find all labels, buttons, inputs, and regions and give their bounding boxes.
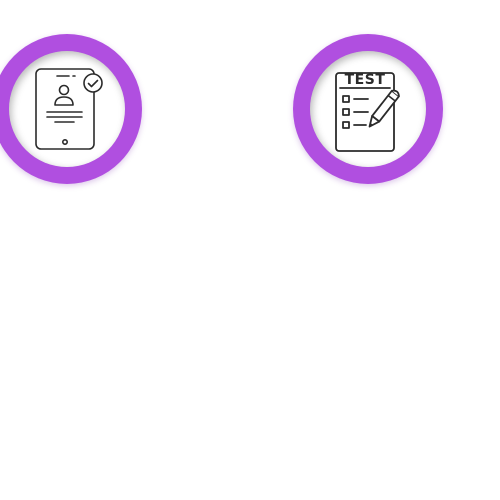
test-sheet: [335, 72, 395, 152]
test-label: TEST: [345, 72, 386, 88]
profile-badge-inner: [9, 51, 125, 167]
profile-badge: [0, 34, 142, 184]
test-badge: TEST: [293, 34, 443, 184]
profile-verified-tablet-icon: [35, 68, 103, 150]
test-clipboard-pencil-icon: TEST: [335, 72, 400, 152]
test-badge-inner: TEST: [310, 51, 426, 167]
tablet-body: [35, 68, 95, 150]
pencil: [368, 89, 400, 128]
